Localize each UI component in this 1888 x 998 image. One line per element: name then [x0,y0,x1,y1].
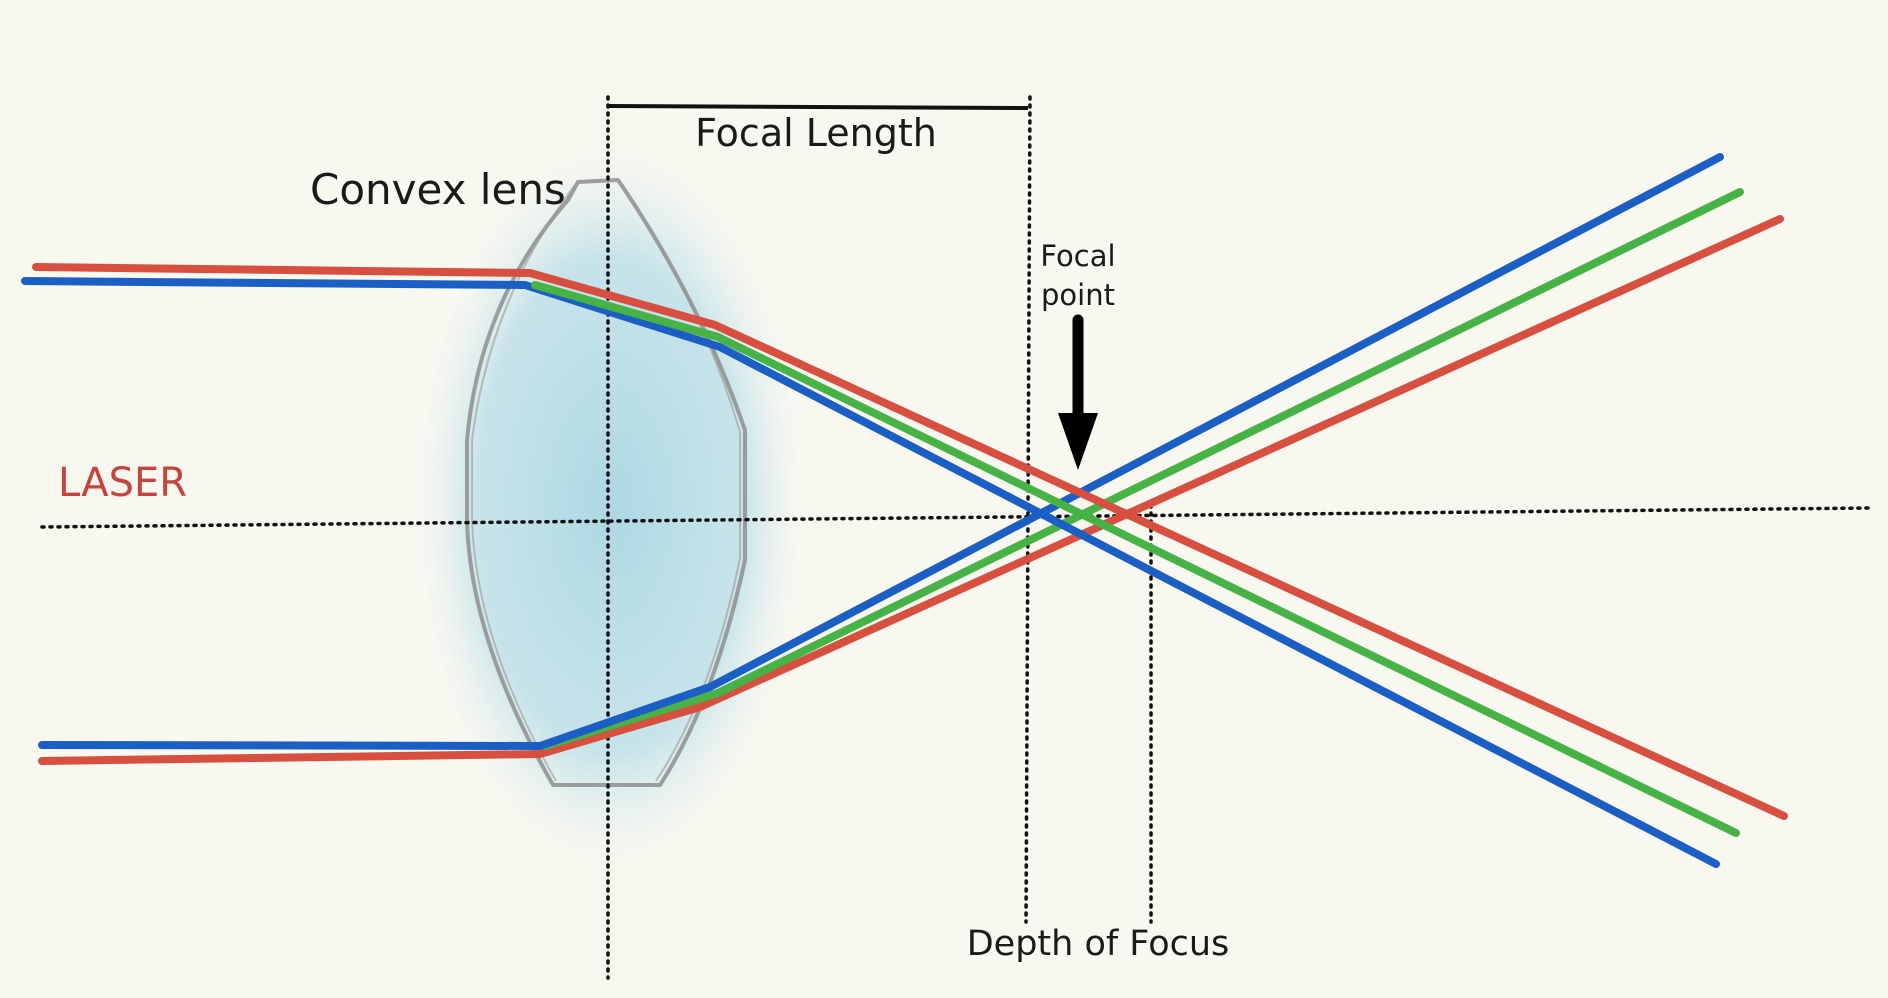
lens-outline-sketch-right [621,183,741,782]
beam-red-upper [32,263,1788,820]
focal-plane-line [1024,95,1032,924]
beams [21,153,1788,868]
optical-axis [40,506,1872,529]
focal-point-label-line2: point [1041,278,1115,312]
guide-lines [40,95,1872,980]
beam-green-upper [531,281,1740,837]
beam-red-lower [38,215,1784,765]
laser-label: LASER [58,460,187,506]
beam-blue-upper [21,277,1720,868]
focal-length-bracket [607,104,1029,110]
lens-outline-sketch [471,185,575,782]
beam-blue-lower [38,153,1724,750]
focal-length-label: Focal Length [695,111,937,155]
focal-point-arrow [1058,314,1098,470]
convex-lens-label: Convex lens [310,165,566,214]
depth-of-focus-label: Depth of Focus [967,924,1230,964]
focal-point-label-line1: Focal [1040,239,1115,273]
